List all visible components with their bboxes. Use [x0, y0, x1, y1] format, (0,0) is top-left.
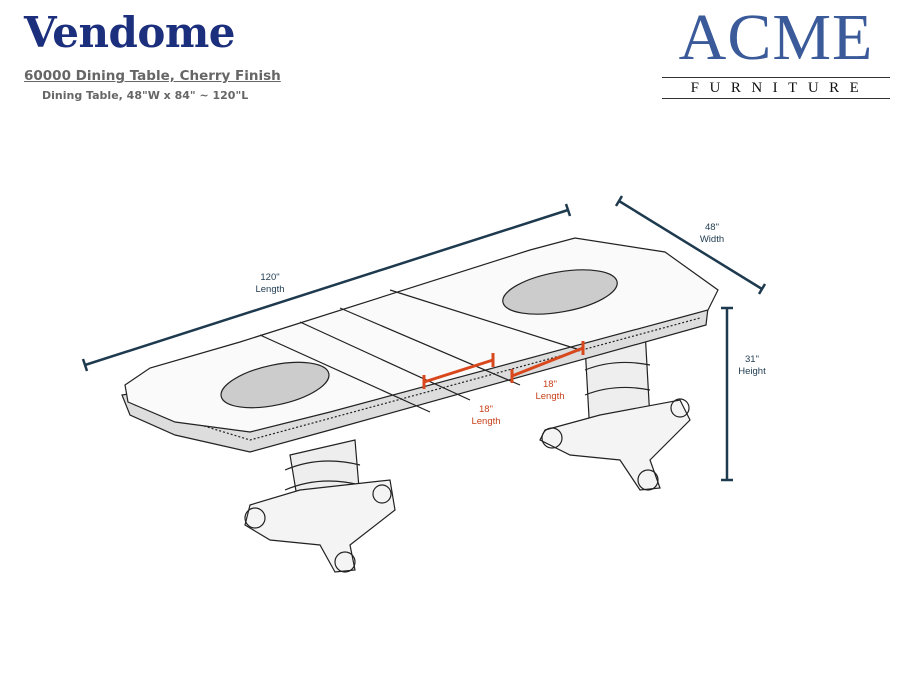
leaf1-text: Length [535, 391, 565, 402]
leaf2-label: 18" Length [466, 404, 506, 428]
height-text: Height [738, 366, 766, 377]
product-description: Dining Table, 48"W x 84" ~ 120"L [42, 89, 249, 102]
leaf1-label: 18" Length [530, 379, 570, 403]
leaf1-value: 18" [543, 379, 557, 390]
logo-rule-bottom [662, 98, 890, 99]
length-dimension-line [84, 208, 569, 367]
logo-rule-top [662, 77, 890, 78]
height-value: 31" [745, 354, 759, 365]
logo-sub: FURNITURE [690, 80, 870, 96]
dimension-lines [81, 195, 767, 482]
length-text: Length [255, 284, 285, 295]
width-label: 48" Width [692, 222, 732, 246]
acme-logo: ACME FURNITURE [662, 0, 890, 100]
leaf-dimension-lines [422, 341, 585, 389]
left-pedestal [244, 439, 396, 573]
leaf2-value: 18" [479, 404, 493, 415]
width-text: Width [699, 234, 725, 245]
table-illustration [121, 237, 719, 573]
length-label: 120" Length [250, 272, 290, 296]
length-value: 120" [260, 272, 280, 283]
width-value: 48" [705, 222, 719, 233]
product-line: 60000 Dining Table, Cherry Finish [24, 68, 281, 84]
height-label: 31" Height [732, 354, 772, 378]
width-dimension-line [618, 199, 763, 291]
leaf2-text: Length [471, 416, 501, 427]
page-title: Vendome [24, 8, 236, 57]
logo-main: ACME [678, 1, 874, 74]
